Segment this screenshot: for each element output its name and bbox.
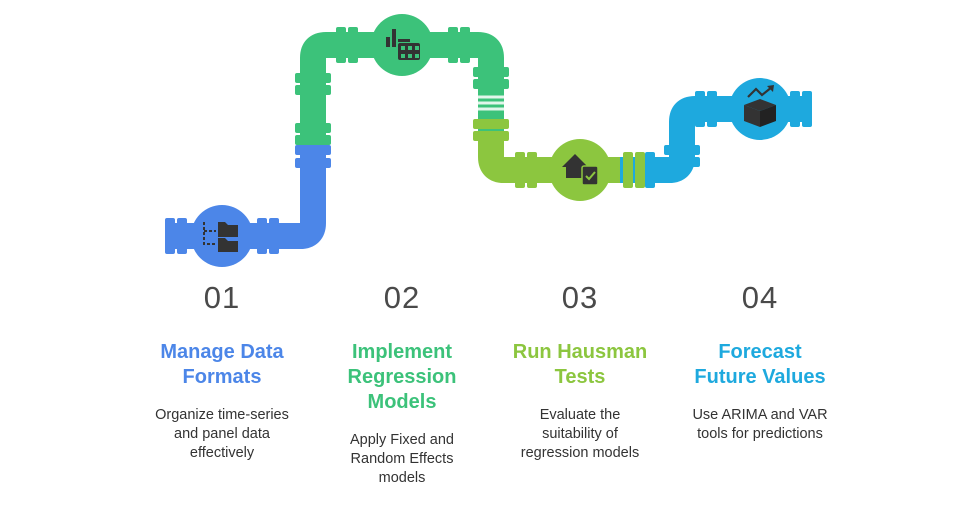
growth-box-icon <box>744 85 776 127</box>
step-title-line: Implement <box>351 341 453 363</box>
pipe-flange <box>790 91 800 127</box>
step-description-line: Evaluate the <box>539 407 621 423</box>
step-title-line: Run Hausman <box>512 341 648 363</box>
pipe-flange <box>177 218 187 254</box>
step-node-01 <box>191 205 253 267</box>
pipe-flange <box>269 218 279 254</box>
pipe-flange <box>460 27 470 63</box>
step-node-04 <box>729 78 791 140</box>
pipe-flange <box>527 152 537 188</box>
pipe-segment-blue <box>175 140 326 249</box>
pipe-flange <box>707 91 717 127</box>
step-title-line: Formats <box>182 366 262 388</box>
step-number: 03 <box>561 280 599 315</box>
pipe-flange <box>664 157 700 167</box>
pipe-flange <box>336 27 346 63</box>
pipe-flange <box>473 131 509 141</box>
pipe-flange <box>664 145 700 155</box>
pipe-flange <box>473 79 509 89</box>
step-title-line: Forecast <box>718 341 802 363</box>
folder-tree-icon <box>203 222 238 252</box>
step-number: 04 <box>741 280 779 315</box>
step-description-line: Random Effects <box>350 451 454 467</box>
pipe-stripes <box>475 95 507 111</box>
pipe-flange <box>473 119 509 129</box>
pipe-flange <box>165 218 175 254</box>
pipe-flange <box>295 158 331 168</box>
house-check-icon <box>562 154 599 186</box>
step-description-line: regression models <box>520 445 640 461</box>
pipe-flange <box>295 123 331 133</box>
pipe-flange <box>635 152 645 188</box>
pipe-flange <box>295 145 331 155</box>
step-node-03 <box>549 139 611 201</box>
pipe-flange <box>695 91 705 127</box>
step-description-line: Apply Fixed and <box>350 432 454 448</box>
step-number: 02 <box>383 280 421 315</box>
step-title-line: Tests <box>554 366 606 388</box>
pipe-segment-cyan <box>620 96 812 183</box>
step-description-line: Organize time-series <box>155 407 289 423</box>
step-description: Use ARIMA and VAR tools for predictions <box>670 406 850 444</box>
step-title-line: Manage Data <box>160 341 284 363</box>
pipe-flange <box>802 91 812 127</box>
step-description-line: and panel data <box>174 426 270 442</box>
pipe-flange <box>295 73 331 83</box>
bar-chart-grid-icon <box>386 29 420 60</box>
step-description-line: models <box>378 470 426 486</box>
pipe-flange <box>515 152 525 188</box>
step-description: Organize time-series and panel data effect… <box>132 406 312 463</box>
step-description-line: Use ARIMA and VAR <box>692 407 828 423</box>
pipe-flange <box>348 27 358 63</box>
pipe-segment-lime <box>478 135 620 183</box>
pipe-flange <box>623 152 633 188</box>
step-title-line: Regression <box>347 366 457 388</box>
step-description-line: suitability of <box>542 426 618 442</box>
pipe-flange <box>257 218 267 254</box>
step-description-line: tools for predictions <box>697 426 823 442</box>
pipe-flange <box>295 85 331 95</box>
step-number: 01 <box>203 280 241 315</box>
pipe-flange <box>473 67 509 77</box>
pipe-flange <box>295 135 331 145</box>
step-title-line: Future Values <box>694 366 826 388</box>
step-description: Evaluate the suitability of regression mod… <box>490 406 670 463</box>
step-node-02 <box>371 14 433 76</box>
step-description-line: effectively <box>189 445 255 461</box>
pipe-flange <box>645 152 655 188</box>
step-title-line: Models <box>367 391 437 413</box>
pipe-flange <box>448 27 458 63</box>
